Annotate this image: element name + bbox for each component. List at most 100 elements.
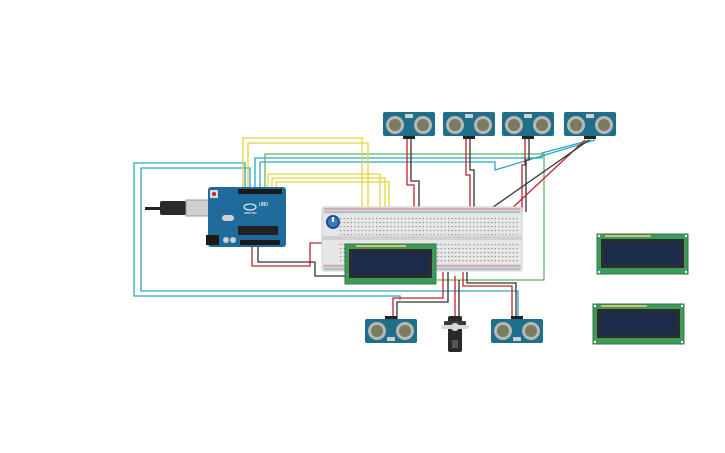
wire-sensor2-black[interactable]	[469, 138, 475, 212]
breadboard-hole	[415, 226, 417, 228]
breadboard-hole	[473, 218, 475, 220]
wire-sensor1-red[interactable]	[406, 138, 415, 212]
breadboard-hole	[484, 230, 486, 232]
ultrasonic-sensor-4[interactable]	[564, 112, 616, 139]
breadboard-hole	[502, 226, 504, 228]
breadboard-hole	[462, 260, 464, 262]
breadboard-hole	[512, 260, 514, 262]
breadboard-hole	[512, 256, 514, 258]
breadboard-hole	[404, 218, 406, 220]
wire-sensor6-red[interactable]	[462, 272, 513, 320]
breadboard-hole	[419, 218, 421, 220]
breadboard-hole	[444, 244, 446, 246]
wire-sensor5-black[interactable]	[396, 272, 449, 320]
breadboard-hole	[365, 222, 367, 224]
breadboard-hole	[426, 226, 428, 228]
breadboard-hole	[480, 244, 482, 246]
breadboard-hole	[451, 234, 453, 236]
breadboard-hole	[379, 234, 381, 236]
breadboard-hole	[440, 244, 442, 246]
breadboard-hole	[397, 230, 399, 232]
breadboard-hole	[491, 226, 493, 228]
breadboard-hole	[426, 218, 428, 220]
breadboard-hole	[444, 234, 446, 236]
breadboard-hole	[444, 256, 446, 258]
lcd-standalone-bottom[interactable]	[592, 303, 685, 345]
breadboard-hole	[494, 218, 496, 220]
wire-sensor1-black[interactable]	[410, 138, 420, 212]
breadboard-hole	[368, 218, 370, 220]
breadboard-hole	[509, 234, 511, 236]
wire-green-right[interactable]	[264, 153, 545, 281]
wire-sensor2-red[interactable]	[465, 138, 471, 212]
wire-cyan-loop-inner[interactable]	[140, 167, 519, 318]
breadboard-hole	[516, 222, 518, 224]
ultrasonic-sensor-1[interactable]	[383, 112, 435, 139]
lcd-on-breadboard[interactable]	[344, 243, 437, 285]
usb-plug	[160, 201, 186, 215]
wire-cyan-to-sensor4[interactable]	[254, 139, 592, 190]
breadboard-hole	[494, 256, 496, 258]
breadboard-hole	[491, 260, 493, 262]
breadboard-hole	[358, 226, 360, 228]
breadboard-hole	[512, 230, 514, 232]
breadboard-hole	[394, 226, 396, 228]
breadboard-hole	[386, 234, 388, 236]
breadboard-hole	[498, 248, 500, 250]
breadboard-hole	[469, 252, 471, 254]
breadboard-hole	[408, 222, 410, 224]
wire-sensor3-black[interactable]	[525, 138, 530, 212]
breadboard-hole	[379, 222, 381, 224]
breadboard-hole	[437, 226, 439, 228]
breadboard-hole	[473, 244, 475, 246]
breadboard-hole	[451, 248, 453, 250]
breadboard-hole	[509, 218, 511, 220]
breadboard-hole	[462, 218, 464, 220]
breadboard-hole	[491, 252, 493, 254]
breadboard-hole	[484, 256, 486, 258]
breadboard-hole	[451, 244, 453, 246]
wire-black-ground[interactable]	[257, 245, 345, 277]
breadboard-hole	[350, 218, 352, 220]
breadboard-hole	[343, 244, 345, 246]
breadboard-hole	[386, 218, 388, 220]
wire-sensor3-red[interactable]	[521, 138, 526, 212]
breadboard-hole	[466, 256, 468, 258]
wire-sensor4-black[interactable]	[485, 139, 590, 213]
servo-motor[interactable]	[441, 316, 469, 352]
potentiometer[interactable]	[326, 215, 340, 229]
wire-yellow-2[interactable]	[247, 142, 369, 245]
wire-sensor5-red[interactable]	[392, 272, 444, 320]
breadboard-hole	[494, 230, 496, 232]
lcd-standalone-top[interactable]	[596, 233, 689, 275]
ultrasonic-sensor-6[interactable]	[491, 316, 543, 343]
breadboard-hole	[505, 248, 507, 250]
breadboard-hole	[505, 244, 507, 246]
breadboard-hole	[354, 218, 356, 220]
breadboard-hole	[350, 234, 352, 236]
ultrasonic-sensor-3[interactable]	[502, 112, 554, 139]
ultrasonic-sensor-5[interactable]	[365, 316, 417, 343]
breadboard-hole	[505, 252, 507, 254]
breadboard-hole	[448, 230, 450, 232]
breadboard-hole	[365, 230, 367, 232]
breadboard-hole	[343, 234, 345, 236]
power-jack	[206, 235, 219, 245]
breadboard-hole	[516, 252, 518, 254]
wire-sensor6-black[interactable]	[466, 272, 517, 320]
breadboard-hole	[487, 244, 489, 246]
ultrasonic-sensor-2[interactable]	[443, 112, 495, 139]
wire-red-power[interactable]	[251, 242, 340, 267]
wire-yellow-1[interactable]	[242, 137, 363, 245]
breadboard-hole	[383, 218, 385, 220]
breadboard-hole	[484, 260, 486, 262]
breadboard-hole	[386, 226, 388, 228]
arduino-uno[interactable]: UNO ARDUINO	[145, 187, 286, 247]
atmega-chip	[238, 226, 278, 235]
breadboard-hole	[473, 230, 475, 232]
breadboard-hole	[476, 252, 478, 254]
breadboard-hole	[368, 230, 370, 232]
breadboard-hole	[516, 248, 518, 250]
arduino-maker-label: ARDUINO	[244, 211, 257, 215]
breadboard-hole	[343, 252, 345, 254]
